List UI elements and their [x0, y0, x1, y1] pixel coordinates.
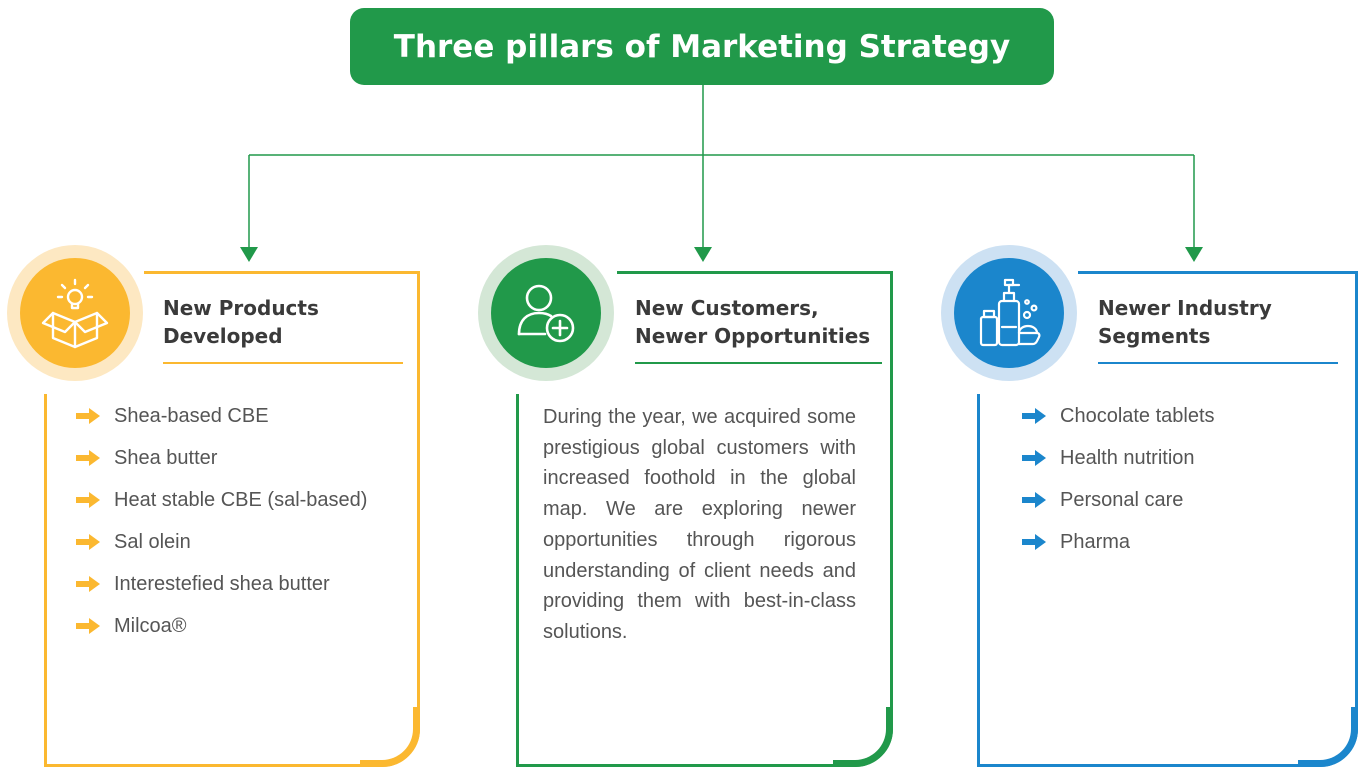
pillar-heading-new-customers: New Customers, Newer Opportunities — [635, 294, 882, 364]
list-item: Heat stable CBE (sal-based) — [74, 486, 385, 515]
arrow-right-icon — [1022, 534, 1046, 550]
arrow-right-icon — [76, 492, 100, 508]
card-corner-accent — [360, 707, 420, 767]
arrow-right-icon — [76, 576, 100, 592]
list-item: Sal olein — [74, 528, 385, 557]
list-item: Pharma — [1020, 528, 1320, 557]
pillar-card-new-customers — [516, 271, 893, 767]
card-corner-accent — [833, 707, 893, 767]
pillar-card-new-products — [44, 271, 420, 767]
personal-care-products-icon — [979, 278, 1041, 347]
pillar-card-industry-segments — [977, 271, 1358, 767]
list-item: Milcoa® — [74, 612, 385, 641]
list-item: Health nutrition — [1020, 444, 1320, 473]
card-corner-accent — [1298, 707, 1358, 767]
arrowhead-left — [240, 247, 258, 262]
diagram-title: Three pillars of Marketing Strategy — [350, 8, 1054, 85]
arrowhead-right — [1185, 247, 1203, 262]
arrow-right-icon — [76, 408, 100, 424]
pillar-icon-halo — [941, 245, 1077, 381]
arrowhead-center — [694, 247, 712, 262]
list-item: Shea butter — [74, 444, 385, 473]
new-products-list: Shea-based CBE Shea butter Heat stable C… — [74, 402, 385, 654]
new-customers-description: During the year, we acquired some presti… — [543, 406, 856, 643]
arrow-right-icon — [76, 534, 100, 550]
lightbulb-box-icon — [41, 278, 109, 349]
arrow-right-icon — [76, 450, 100, 466]
add-user-icon — [517, 284, 575, 343]
arrow-right-icon — [76, 618, 100, 634]
list-item: Personal care — [1020, 486, 1320, 515]
list-item: Chocolate tablets — [1020, 402, 1320, 431]
pillar-heading-industry-segments: Newer Industry Segments — [1098, 294, 1338, 364]
industry-segments-list: Chocolate tablets Health nutrition Perso… — [1020, 402, 1320, 570]
list-item: Interestefied shea butter — [74, 570, 385, 599]
pillar-icon-halo — [7, 245, 143, 381]
pillar-icon-halo — [478, 245, 614, 381]
pillar-heading-new-products: New Products Developed — [163, 294, 403, 364]
arrow-right-icon — [1022, 408, 1046, 424]
list-item: Shea-based CBE — [74, 402, 385, 431]
arrow-right-icon — [1022, 450, 1046, 466]
arrow-right-icon — [1022, 492, 1046, 508]
